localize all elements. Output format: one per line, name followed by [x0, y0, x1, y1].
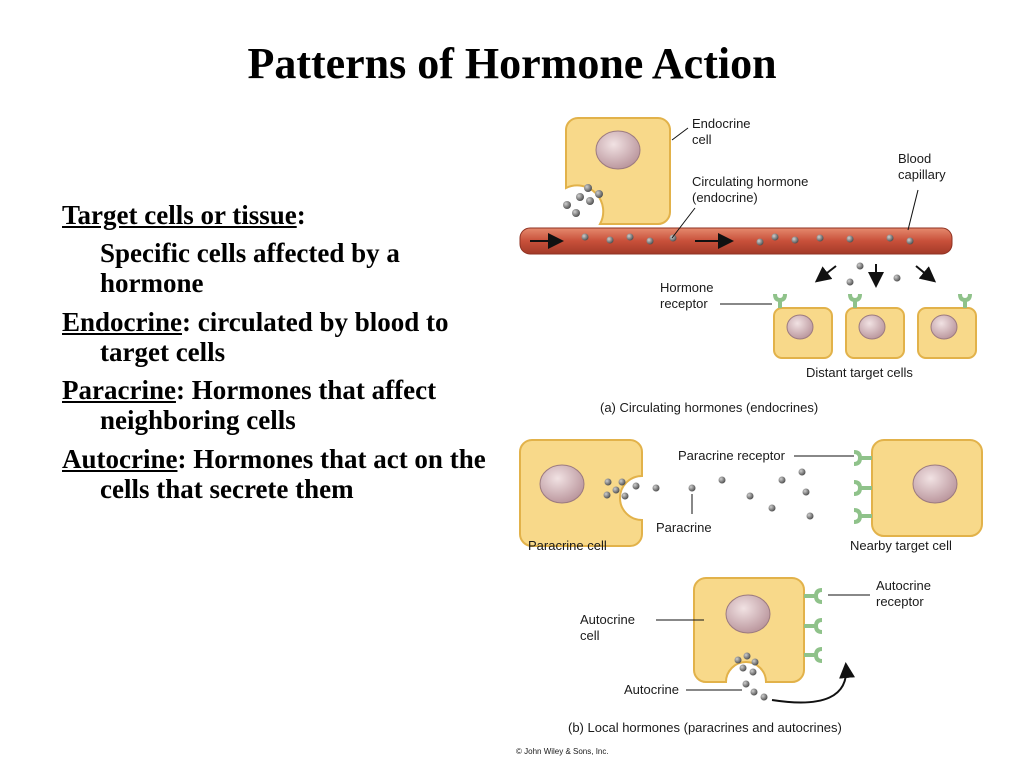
paracrine-cell [519, 439, 643, 547]
copyright-notice: © John Wiley & Sons, Inc. [516, 747, 609, 756]
caption-b: (b) Local hormones (paracrines and autoc… [568, 720, 842, 735]
hormone-action-figure: Endocrine cell Circulating hormone (endo… [516, 116, 983, 756]
bullet-autocrine-rest: : Hormones that act on the cells that se… [100, 443, 486, 504]
bullet-endocrine: Endocrine: circulated by blood to target… [62, 307, 502, 367]
label-blood-l2: capillary [898, 167, 946, 182]
bullet-target-rest: : [296, 200, 306, 230]
bullet-target-cells: Target cells or tissue: [62, 200, 502, 230]
endocrine-cell [563, 117, 671, 225]
label-paracrine-cell: Paracrine cell [528, 538, 607, 553]
bullet-endocrine-rest: : circulated by blood to target cells [100, 306, 449, 367]
label-receptor-l2: receptor [660, 296, 708, 311]
term-paracrine: Paracrine [62, 375, 176, 406]
label-paracrine-receptor: Paracrine receptor [678, 448, 786, 463]
bullet-autocrine: Autocrine: Hormones that act on the cell… [62, 444, 502, 504]
label-autocrine: Autocrine [624, 682, 679, 697]
term-target-cells: Target cells or tissue [62, 200, 297, 230]
label-autocrine-receptor-l1: Autocrine [876, 578, 931, 593]
caption-a: (a) Circulating hormones (endocrines) [600, 400, 818, 415]
label-receptor-l1: Hormone [660, 280, 713, 295]
autocrine-feedback-arrow [771, 662, 856, 704]
paracrine-molecules [652, 468, 814, 520]
autocrine-leader-lines [656, 594, 870, 691]
bullet-target-sub: Specific cells affected by a hormone [100, 238, 400, 299]
nearby-target-cell [853, 439, 983, 537]
label-autocrine-receptor-l2: receptor [876, 594, 924, 609]
label-circulating-l2: (endocrine) [692, 190, 758, 205]
bullet-list: Target cells or tissue: Specific cells a… [62, 200, 502, 512]
label-autocrine-cell-l1: Autocrine [580, 612, 635, 627]
label-distant-targets: Distant target cells [806, 365, 913, 380]
endocrine-leader-lines [671, 127, 919, 305]
label-autocrine-cell-l2: cell [580, 628, 600, 643]
paracrine-leader-lines [691, 455, 854, 514]
slide-title: Patterns of Hormone Action [247, 39, 777, 88]
term-autocrine: Autocrine [62, 443, 178, 474]
diffusion-arrows [814, 264, 937, 288]
autocrine-cell [693, 577, 823, 701]
label-nearby-target: Nearby target cell [850, 538, 952, 553]
bullet-paracrine-rest: : Hormones that affect neighboring cells [100, 375, 437, 436]
label-circulating-l1: Circulating hormone [692, 174, 808, 189]
term-endocrine: Endocrine [62, 306, 183, 337]
label-endocrine-cell-l2: cell [692, 132, 712, 147]
blood-capillary [519, 227, 953, 255]
label-blood-l1: Blood [898, 151, 931, 166]
label-paracrine: Paracrine [656, 520, 712, 535]
label-endocrine-cell-l1: Endocrine [692, 116, 751, 131]
distant-target-cells [773, 293, 977, 359]
bullet-paracrine: Paracrine: Hormones that affect neighbor… [62, 375, 502, 435]
